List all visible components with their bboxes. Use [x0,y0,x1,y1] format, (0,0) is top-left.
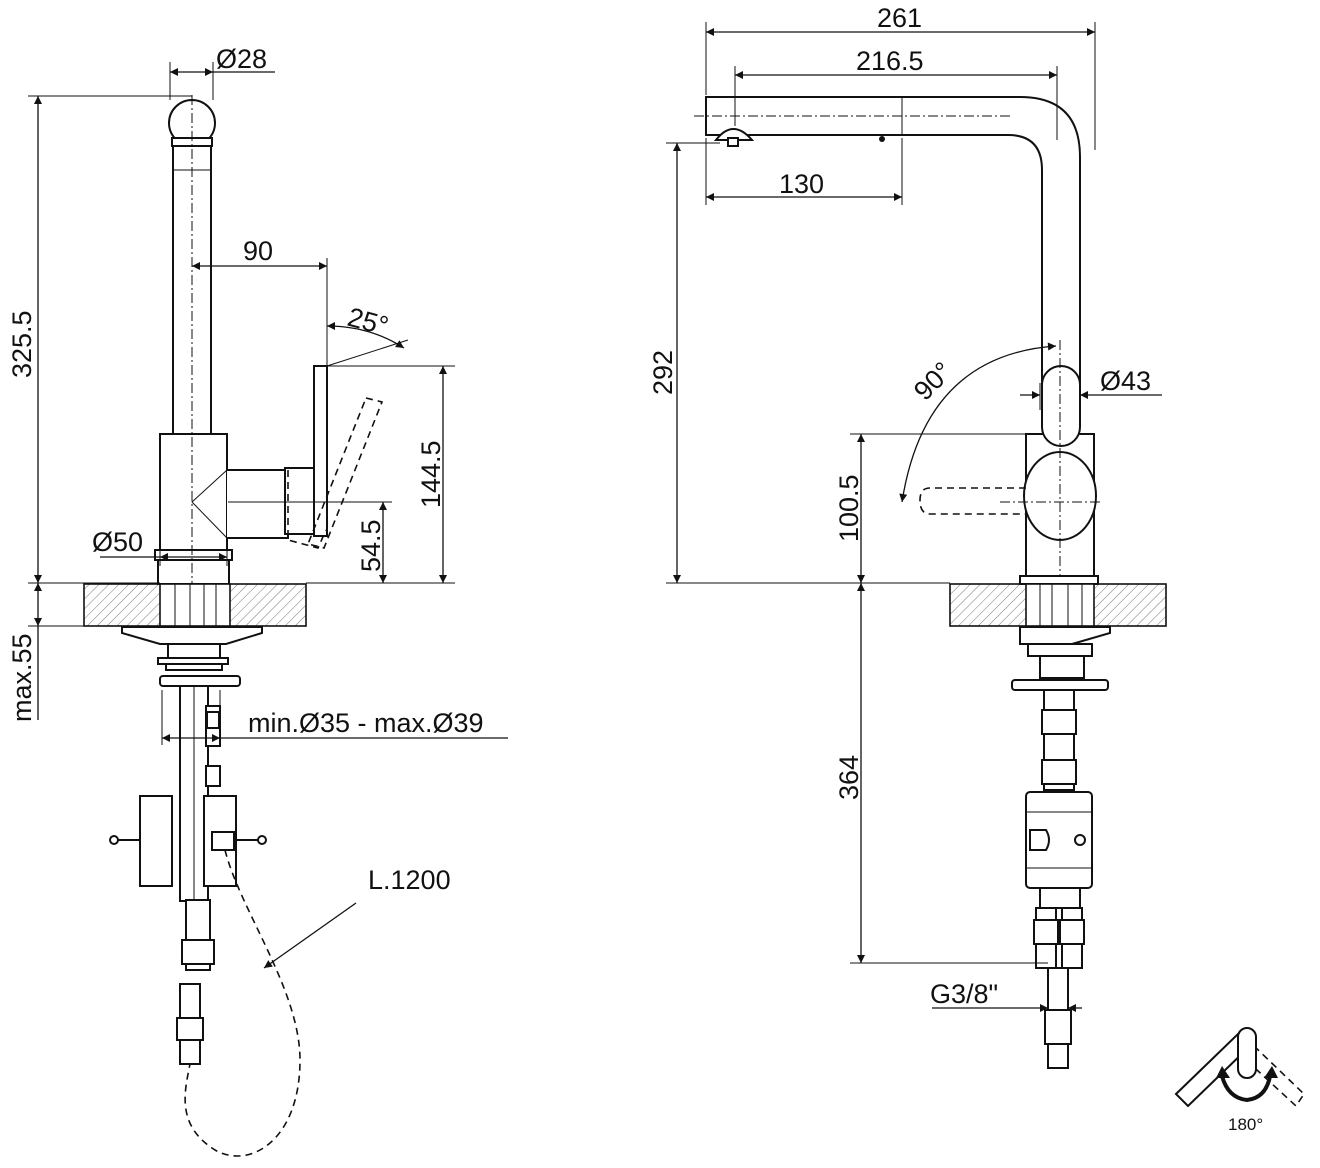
fixing-nut [159,675,241,687]
right-lever-top [1041,365,1081,447]
spout-l-shape [705,96,1081,386]
dim-h54: 54.5 [356,519,386,572]
right-fixing-nut [1011,679,1109,691]
dim-hole-diameter: min.Ø35 - max.Ø39 [248,708,484,738]
mounting-plate [121,626,263,645]
swivel-180-icon: 180° [1174,1027,1306,1134]
dim-d50: Ø50 [92,527,143,557]
dim-max55: max.55 [7,633,37,722]
swivel-angle-label: 180° [1228,1115,1263,1134]
lever-tilted-outline [306,397,384,549]
dim-h144: 144.5 [416,440,446,508]
base-ring [154,549,233,561]
dim-h364: 364 [834,755,864,800]
left-faucet-side-view [83,95,384,1157]
dim-w216: 216.5 [856,46,924,76]
dim-h100: 100.5 [834,474,864,542]
dim-w261: 261 [877,3,922,33]
dim-h292: 292 [648,350,678,395]
right-lever-rotated [919,487,1026,515]
dim-h325: 325.5 [7,310,37,378]
dim-thread-g38: G3/8" [930,979,998,1009]
lever-handle [313,365,328,537]
dim-angle90: 90° [908,356,958,406]
aerator [713,128,755,141]
dim-d43: Ø43 [1100,366,1151,396]
dim-hose-length: L.1200 [368,865,451,895]
dim-angle25: 25° [344,302,391,342]
hose-weight-left [139,795,173,887]
dim-d28: Ø28 [216,44,267,74]
right-view-dimensions: 261 216.5 130 292 90° Ø43 100.5 364 [648,3,1162,1012]
left-view-dimensions: Ø28 325.5 90 25° 144.5 54.5 Ø50 max [7,44,508,969]
cartridge-housing [227,469,289,539]
dim-w90: 90 [243,236,273,266]
dim-w130: 130 [779,169,824,199]
faucet-body [159,433,228,551]
